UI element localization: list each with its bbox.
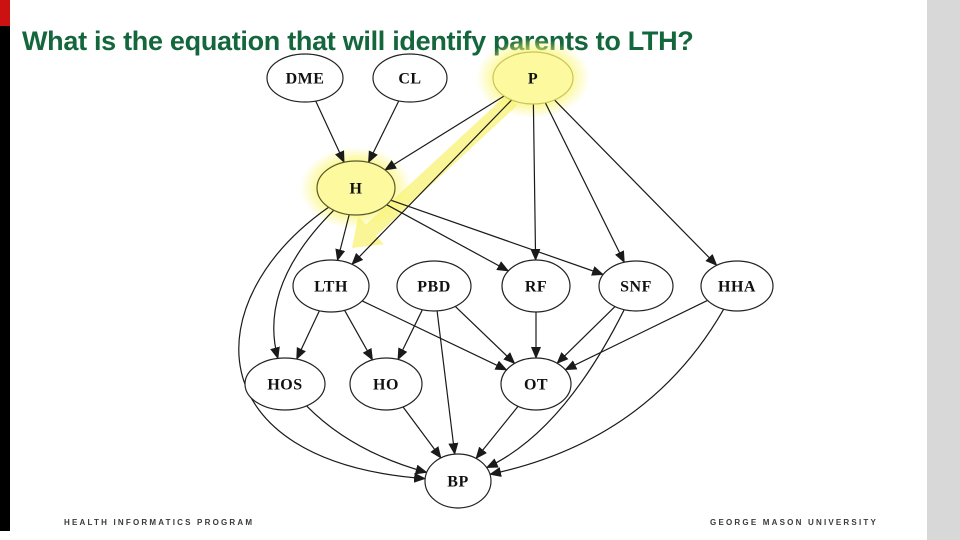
edge-P-RF [530, 103, 541, 261]
edge-LTH-HO [344, 310, 374, 361]
edge-HOS-BP [306, 405, 428, 475]
edge-DME-H [315, 100, 345, 164]
edge-PBD-OT [454, 305, 516, 365]
node-OT: OT [500, 357, 572, 411]
edge-OT-BP [475, 405, 519, 460]
edge-SNF-BP [485, 309, 625, 469]
node-label-DME: DME [286, 71, 325, 88]
node-label-LTH: LTH [314, 279, 348, 296]
node-CL: CL [372, 53, 448, 103]
highlight-arrow-layer [352, 94, 518, 248]
left-edge-red-segment [0, 0, 10, 26]
node-label-PBD: PBD [417, 279, 451, 296]
node-label-HHA: HHA [718, 279, 756, 296]
nodes-layer: DME CL P H LTH PBD RF SNF HHA HOS HO OT BP [244, 51, 774, 509]
node-PBD: PBD [396, 260, 472, 312]
left-edge-black-bar [0, 26, 10, 531]
node-DME: DME [266, 53, 344, 103]
edge-P-LTH [351, 99, 513, 266]
node-label-CL: CL [398, 71, 421, 88]
node-BP: BP [424, 453, 492, 509]
node-P: P [492, 51, 574, 105]
edge-HHA-BP [489, 308, 725, 477]
edges-layer [238, 95, 725, 483]
edge-HO-BP [402, 406, 442, 459]
node-label-SNF: SNF [620, 279, 652, 296]
yellow-highlight-arrow [352, 94, 518, 248]
node-label-HOS: HOS [267, 377, 302, 394]
node-H: H [316, 160, 396, 216]
node-label-HO: HO [373, 377, 399, 394]
edge-P-HHA [554, 99, 718, 267]
footer-program: HEALTH INFORMATICS PROGRAM [64, 518, 255, 527]
node-HO: HO [349, 357, 423, 411]
edge-LTH-OT [361, 300, 508, 371]
edge-H-BP [238, 206, 427, 483]
node-label-BP: BP [447, 474, 468, 491]
edge-PBD-BP [436, 310, 459, 456]
node-RF: RF [501, 259, 571, 313]
edge-PBD-HO [397, 309, 423, 361]
slide-title: What is the equation that will identify … [22, 26, 694, 57]
edge-H-RF [386, 204, 510, 272]
edge-SNF-OT [556, 306, 616, 364]
edge-HHA-OT [564, 299, 708, 371]
edge-H-HOS [270, 209, 335, 360]
node-label-RF: RF [525, 279, 547, 296]
node-HHA: HHA [700, 260, 774, 312]
node-SNF: SNF [598, 260, 674, 312]
edge-P-H [384, 95, 505, 171]
edge-LTH-HOS [296, 310, 320, 361]
node-label-OT: OT [524, 377, 548, 394]
edge-CL-H [367, 100, 400, 164]
node-LTH: LTH [292, 259, 370, 313]
footer-university: GEORGE MASON UNIVERSITY [710, 518, 878, 527]
node-label-H: H [350, 181, 363, 198]
edge-H-SNF [390, 199, 605, 276]
node-label-P: P [528, 71, 538, 88]
right-edge-gray-bar [927, 0, 960, 540]
edge-H-LTH [335, 214, 350, 262]
edge-P-SNF [544, 102, 625, 264]
node-HOS: HOS [244, 357, 326, 411]
